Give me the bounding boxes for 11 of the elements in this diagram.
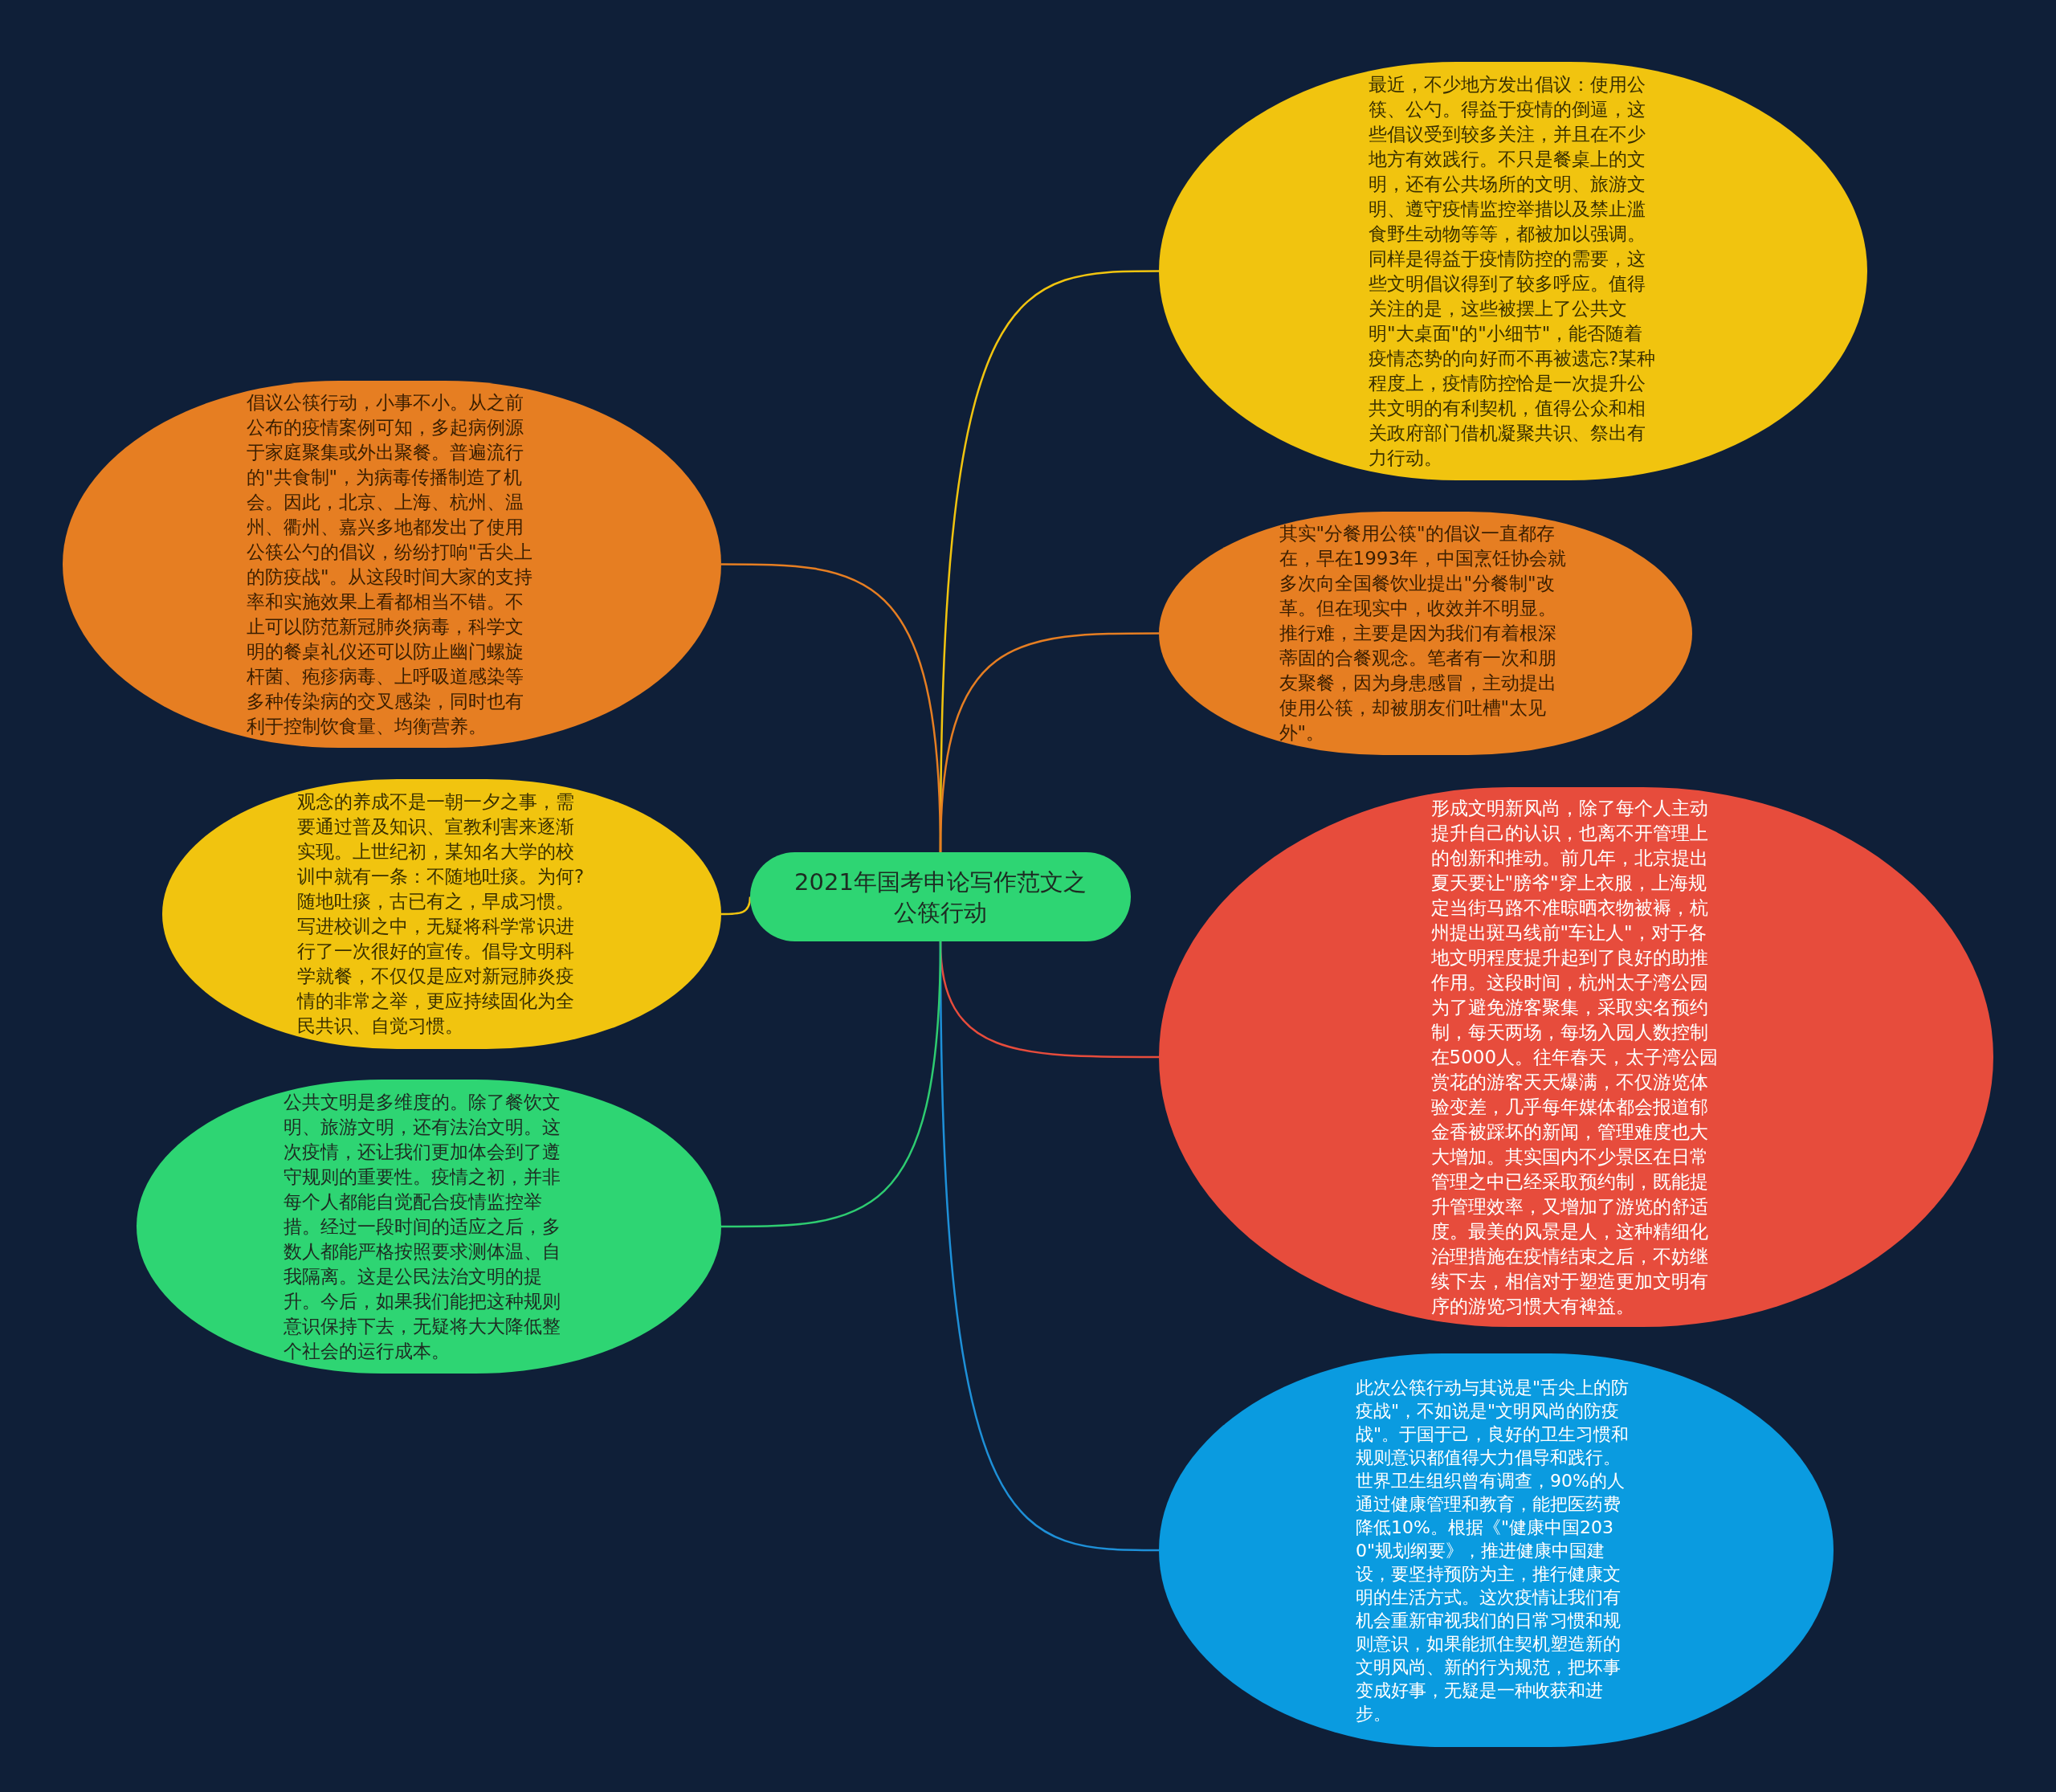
connector-line xyxy=(721,563,942,853)
note-text: 公共文明是多维度的。除了餐饮文明、旅游文明，还有法治文明。这次疫情，还让我们更加体会到了遵守规则的重要性。疫情之初，并非每个人都能自觉配合疫情监控举措。经过一段时间的适应之后，多数人都能严格按照要求测体温、自我隔离。这是公民法治文明的提升。今后，如果我们能把这种规则意识保持下去，无疑将大大降低整个社会的运行成本。 xyxy=(284,1090,561,1363)
note-text: 其实"分餐用公筷"的倡议一直都存在，早在1993年，中国烹饪协会就多次向全国餐饮业提出"分餐制"改革。但在现实中，收效并不明显。推行难，主要是因为我们有着根深蒂固的合餐观念。笔者有一次和朋友聚餐，因为身患感冒，主动提出使用公筷，却被朋友们吐槽"太见外"。 xyxy=(1279,522,1568,745)
note-text: 形成文明新风尚，除了每个人主动提升自己的认识，也离不开管理上的创新和推动。前几年，北京提出夏天要让"膀爷"穿上衣服，上海规定当街马路不准晾晒衣物被褥，杭州提出斑马线前"车让人"，对于各地文明程度提升起到了良好的助推作用。这段时间，杭州太子湾公园为了避免游客聚集，采取实名预约制，每天两场，每场入园人数控制在5000人。往年春天，太子湾公园赏花的游客天天爆满，不仅游览体验变差，几乎每年媒体都会报道郁金香被踩坏的新闻，管理难度也大大增加。其实国内不少景区在日常管理之中已经采取预约制，既能提升管理效率，又增加了游览的舒适度。最美的风景是人，这种精细化治理措施在疫情结束之后，不妨继续下去，相信对于塑造更加文明有序的游览习惯大有裨益。 xyxy=(1430,796,1719,1318)
note-text: 观念的养成不是一朝一夕之事，需要通过普及知识、宣教利害来逐渐实现。上世纪初，某知名大学的校训中就有一条：不随地吐痰。为何?随地吐痰，古已有之，早成习惯。写进校训之中，无疑将科学常识进行了一次很好的宣传。倡导文明科学就餐，不仅仅是应对新冠肺炎疫情的非常之举，更应持续固化为全民共识、自觉习惯。 xyxy=(297,790,585,1038)
note-text: 此次公筷行动与其说是"舌尖上的防疫战"，不如说是"文明风尚的防疫战"。于国于己，良好的卫生习惯和规则意识都值得大力倡导和践行。世界卫生组织曾有调查，90%的人通过健康管理和教育，能把医药费降低10%。根据《"健康中国2030"规划纲要》，推进健康中国建设，要坚持预防为主，推行健康文明的生活方式。这次疫情让我们有机会重新审视我们的日常习惯和规则意识，如果能抓住契机塑造新的文明风尚、新的行为规范，把坏事变成好事，无疑是一种收获和进步。 xyxy=(1356,1376,1630,1725)
connector-line xyxy=(721,896,752,916)
note-text: 倡议公筷行动，小事不小。从之前公布的疫情案例可知，多起病例源于家庭聚集或外出聚餐。普遍流行的"共食制"，为病毒传播制造了机会。因此，北京、上海、杭州、温州、衢州、嘉兴多地都发出了使用公筷公勺的倡议，纷纷打响"舌尖上的防疫战"。从这段时间大家的支持率和实施效果上看都相当不错。不止可以防范新冠肺炎病毒，科学文明的餐桌礼仪还可以防止幽门螺旋杆菌、疱疹病毒、上呼吸道感染等多种传染病的交叉感染，同时也有利于控制饮食量、均衡营养。 xyxy=(247,390,533,738)
connector-line xyxy=(721,941,942,1228)
note-text: 最近，不少地方发出倡议：使用公筷、公勺。得益于疫情的倒逼，这些倡议受到较多关注，并且在不少地方有效践行。不只是餐桌上的文明，还有公共场所的文明、旅游文明、遵守疫情监控举措以及禁止滥食野生动物等等，都被加以强调。同样是得益于疫情防控的需要，这些文明倡议得到了较多呼应。值得关注的是，这些被摆上了公共文明"大桌面"的"小细节"，能否随着疫情态势的向好而不再被遗忘?某种程度上，疫情防控恰是一次提升公共文明的有利契机，值得公众和相关政府部门借机凝聚共识、祭出有力行动。 xyxy=(1369,72,1657,470)
topic-text: 2021年国考申论写作范文之公筷行动 xyxy=(793,867,1087,928)
